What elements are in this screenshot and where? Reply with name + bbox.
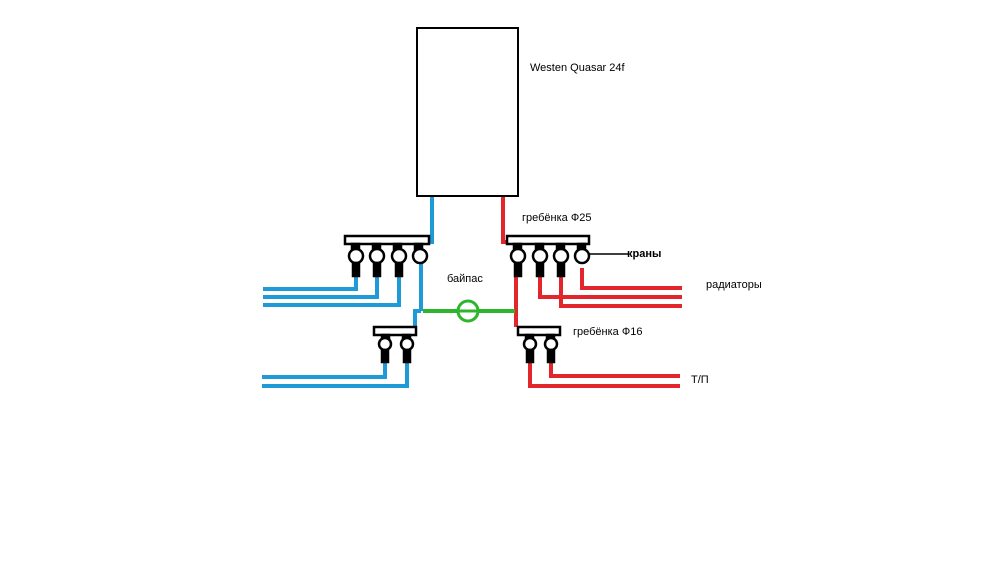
valve-icon bbox=[377, 336, 393, 352]
valve-icon bbox=[399, 336, 415, 352]
return-riser-to-small-manifold bbox=[413, 309, 421, 327]
supply-small-stem-1 bbox=[525, 348, 535, 364]
valve-icon bbox=[531, 247, 549, 265]
valve-icon bbox=[509, 247, 527, 265]
valve-icon bbox=[543, 336, 559, 352]
return-small-stem-1 bbox=[380, 348, 390, 364]
valve-icon bbox=[390, 247, 408, 265]
supply-branch-3 bbox=[580, 268, 682, 290]
valve-icon bbox=[368, 247, 386, 265]
valve-icon bbox=[522, 336, 538, 352]
bypass-label: байпас bbox=[447, 273, 483, 285]
radiators-label: радиаторы bbox=[706, 279, 762, 291]
supply-branch-1 bbox=[538, 270, 682, 299]
supply-branch-2 bbox=[559, 270, 682, 308]
return-manifold bbox=[343, 234, 431, 278]
supply-floor-branch-1 bbox=[528, 355, 680, 388]
manifold-16-label: гребёнка Ф16 bbox=[573, 326, 643, 338]
valve-icon bbox=[552, 247, 570, 265]
supply-valve-stem-2 bbox=[535, 261, 545, 278]
floor-heating-label: Т/П bbox=[691, 374, 709, 386]
supply-manifold-16 bbox=[516, 325, 562, 364]
manifold-25-label: гребёнка Ф25 bbox=[522, 212, 592, 224]
boiler-label: Westen Quasar 24f bbox=[530, 62, 625, 74]
supply-manifold-bar bbox=[505, 234, 591, 246]
return-small-stem-2 bbox=[402, 348, 412, 364]
return-branch-1 bbox=[263, 270, 358, 291]
return-valve-stem-2 bbox=[372, 261, 382, 278]
valve-icon bbox=[573, 247, 591, 265]
bypass-pipe bbox=[423, 299, 515, 323]
valves-label: краны bbox=[627, 248, 662, 260]
supply-pipes bbox=[501, 195, 682, 388]
return-valve-stem-1 bbox=[351, 261, 361, 278]
return-manifold-bar bbox=[343, 234, 431, 246]
return-small-bar bbox=[372, 325, 418, 337]
return-floor-branch-2 bbox=[262, 353, 409, 388]
return-manifold-small bbox=[372, 325, 418, 364]
supply-valve-stem-3 bbox=[556, 261, 566, 278]
supply-floor-branch-2 bbox=[549, 355, 680, 378]
return-valve-stem-3 bbox=[394, 261, 404, 278]
boiler bbox=[416, 27, 519, 197]
supply-small-stem-2 bbox=[546, 348, 556, 364]
supply-small-bar bbox=[516, 325, 562, 337]
supply-valve-stem-1 bbox=[513, 261, 523, 278]
valve-icon bbox=[347, 247, 365, 265]
return-branch-3 bbox=[263, 270, 401, 307]
return-branch-2 bbox=[263, 270, 379, 299]
supply-manifold-25 bbox=[505, 234, 628, 278]
return-floor-branch-1 bbox=[262, 353, 387, 379]
valve-icon bbox=[411, 247, 429, 265]
